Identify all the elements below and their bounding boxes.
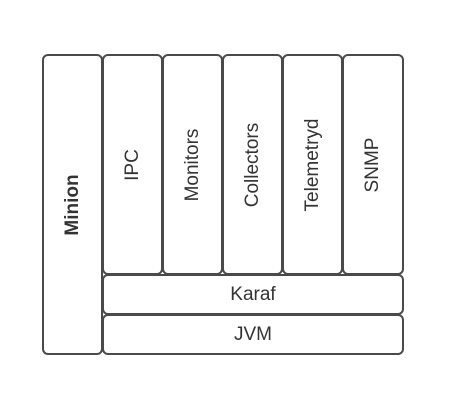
module-snmp: SNMP [342,54,404,275]
layer-karaf-label: Karaf [230,283,276,305]
module-telemetryd: Telemetryd [282,54,343,275]
module-telemetryd-label: Telemetryd [301,118,323,211]
module-ipc: IPC [102,54,163,275]
module-collectors-label: Collectors [241,122,263,207]
minion-label: Minion [61,173,83,236]
module-collectors: Collectors [222,54,283,275]
module-monitors: Monitors [162,54,223,275]
module-snmp-label: SNMP [362,137,383,192]
layer-jvm-label: JVM [234,323,272,345]
minion-box: Minion [42,54,103,355]
module-monitors-label: Monitors [181,128,203,201]
layer-jvm: JVM [102,314,404,355]
layer-karaf: Karaf [102,274,404,315]
module-ipc-label: IPC [121,148,143,181]
